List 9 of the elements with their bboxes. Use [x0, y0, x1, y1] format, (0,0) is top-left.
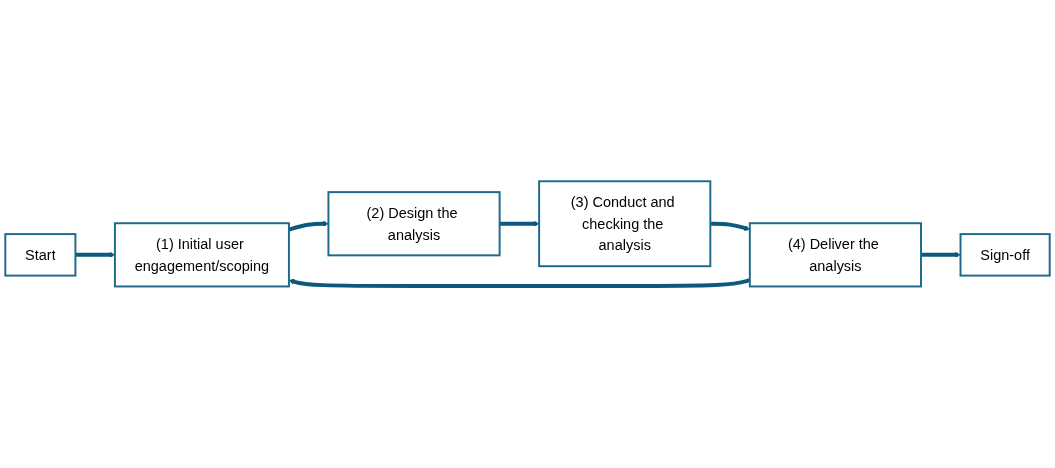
- arrow: [921, 252, 961, 258]
- node-box: (3) Conduct and checking the analysis: [538, 180, 712, 268]
- node-box: (4) Deliver the analysis: [748, 222, 922, 288]
- arrow: [499, 221, 540, 227]
- node-box: Sign-off: [959, 233, 1051, 277]
- node-box: (2) Design the analysis: [327, 191, 501, 257]
- node-box: (1) Initial user engagement/scoping: [113, 222, 290, 288]
- arrow: [288, 221, 329, 232]
- node-box: Start: [4, 233, 77, 277]
